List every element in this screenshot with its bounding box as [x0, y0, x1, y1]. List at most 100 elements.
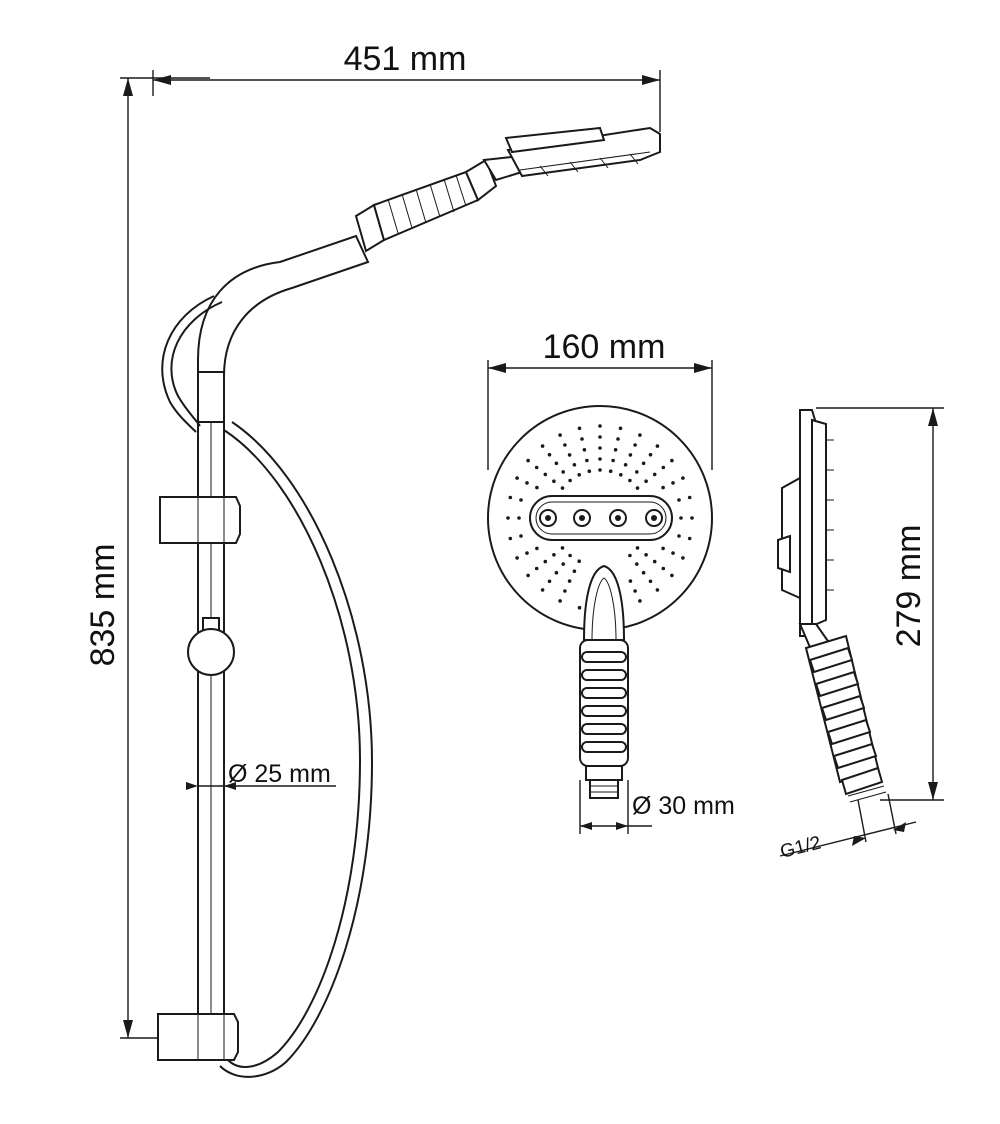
nozzle-dot [506, 516, 510, 520]
nozzle-dot [628, 579, 633, 583]
nozzle-dot [519, 534, 523, 538]
nozzle-dot [577, 559, 581, 563]
nozzle-dot [618, 426, 623, 431]
nozzle-dot [526, 573, 530, 578]
nozzle-dot [598, 468, 602, 472]
nozzle-dot [598, 424, 602, 428]
handle-profile [798, 623, 887, 803]
height-label: 835 mm [84, 544, 122, 667]
nozzle-dot [677, 534, 681, 538]
nozzle-dot [652, 559, 657, 564]
nozzle-dot [582, 448, 587, 452]
nozzle-dot [572, 463, 577, 467]
nozzle-dot [568, 478, 572, 483]
nozzle-dot [561, 470, 565, 474]
thread-dimension: G1/2 [778, 793, 917, 863]
nozzle-dot [560, 546, 565, 550]
nozzle-dot [648, 452, 653, 457]
nozzle-dot [628, 453, 633, 457]
handshower-length-label: 279 mm [890, 525, 928, 648]
nozzle-dot [635, 562, 639, 566]
nozzle-dot [687, 495, 692, 500]
nozzle-dot [644, 553, 648, 557]
nozzle-dot [671, 551, 675, 555]
nozzle-dot [616, 437, 620, 441]
nozzle-dot [508, 536, 513, 541]
nozzle-dot [690, 516, 694, 520]
nozzle-dot [519, 498, 523, 502]
nozzle-dot [540, 588, 545, 592]
nozzle-dot [572, 569, 577, 573]
nozzle-dot [535, 546, 539, 551]
nozzle-dot [535, 485, 539, 490]
nozzle-dot [563, 443, 567, 447]
nozzle-dot [608, 469, 613, 474]
slider-knob [187, 617, 235, 676]
handle-diameter-label: Ø 30 mm [632, 792, 735, 820]
nozzle-dot [554, 461, 559, 466]
nozzle-dot [526, 458, 530, 463]
rail-set-side-view: 835 mm 451 mm [84, 40, 661, 1078]
nozzle-dot [515, 476, 519, 480]
nozzle-dot [598, 446, 602, 450]
nozzle-dot [561, 562, 565, 566]
rail-diameter-dimension: Ø 25 mm [186, 760, 336, 790]
handshower-side [354, 126, 661, 253]
nozzle-dot [611, 458, 615, 463]
height-dimension-835: 835 mm [84, 77, 210, 1039]
nozzle-dot [567, 453, 572, 457]
flexible-hose [161, 295, 374, 1078]
nozzle-dot [628, 553, 632, 558]
nozzle-dot [543, 559, 548, 564]
nozzle-dot [670, 573, 674, 578]
nozzle-dot [613, 448, 618, 452]
head-diameter-label: 160 mm [543, 328, 666, 366]
nozzle-dot [661, 485, 665, 490]
nozzle-dot [585, 458, 589, 463]
nozzle-dot [619, 473, 623, 477]
handshower-profile-view: 279 mm [777, 407, 944, 863]
nozzle-dot [638, 433, 642, 437]
nozzle-dot [554, 570, 559, 575]
handshower-holder-arm [197, 234, 370, 423]
nozzle-dot [568, 553, 572, 558]
width-dimension-451: 451 mm [152, 40, 661, 132]
nozzle-dot [558, 599, 562, 603]
rail-diameter-label: Ø 25 mm [228, 760, 331, 788]
nozzle-dot [623, 463, 628, 467]
handshower-length-dimension: 279 mm [816, 407, 944, 801]
nozzle-dot [641, 570, 646, 575]
nozzle-dot [577, 426, 582, 431]
mode-button-panel [529, 495, 673, 541]
nozzle-dot [577, 473, 581, 477]
nozzle-dot [508, 495, 513, 500]
head-profile [777, 409, 834, 637]
nozzle-dot [534, 465, 539, 470]
nozzle-dot [525, 551, 529, 555]
nozzle-dot [661, 465, 666, 470]
nozzle-dot [515, 556, 519, 560]
nozzle-dot [547, 452, 552, 457]
nozzle-dot [635, 486, 640, 490]
nozzle-dot [587, 469, 592, 474]
thread-label: G1/2 [778, 833, 823, 863]
nozzle-dot [655, 588, 660, 592]
nozzle-dot [638, 599, 642, 603]
nozzle-dot [598, 435, 602, 439]
nozzle-dot [648, 579, 653, 584]
nozzle-dot [558, 433, 562, 437]
nozzle-dot [644, 479, 648, 484]
nozzle-dot [655, 444, 660, 448]
nozzle-dot [687, 536, 692, 541]
nozzle-dot [635, 546, 640, 550]
nozzle-dot [534, 566, 539, 571]
bottom-wall-bracket [157, 1013, 239, 1061]
nozzle-dot [628, 478, 632, 483]
nozzle-dot [633, 589, 637, 593]
nozzle-dot [517, 516, 521, 520]
head-diameter-dimension: 160 mm [487, 328, 713, 470]
nozzle-dot [525, 481, 529, 485]
nozzle-dot [661, 546, 665, 551]
handshower-neck [582, 564, 626, 641]
